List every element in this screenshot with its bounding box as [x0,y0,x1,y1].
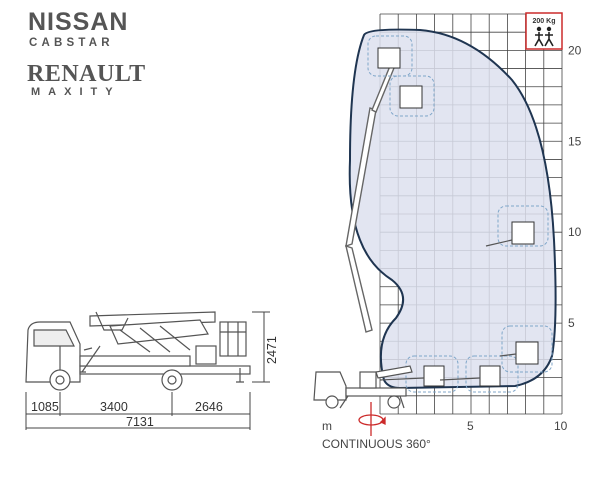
working-envelope [348,28,557,390]
x-tick-10: 10 [554,419,568,433]
height-dimension [252,311,270,383]
x-axis-unit: m [322,419,332,433]
platform-positions [367,35,553,393]
wheelbase-label: 3400 [100,400,128,414]
rotation-label: CONTINUOUS 360° [322,437,431,451]
x-tick-5: 5 [467,419,474,433]
maxity-label: MAXITY [31,86,121,98]
height-dimension-label: 2471 [265,336,279,364]
load-badge: 200 Kg [525,12,563,50]
y-tick-20: 20 [568,43,582,57]
cabstar-label: CABSTAR [29,37,114,49]
rear-overhang-label: 2646 [195,400,223,414]
chart-truck [313,365,413,409]
two-persons-icon [534,26,554,47]
length-dimensions [25,392,251,430]
nissan-logo: NISSAN [28,8,129,36]
y-tick-15: 15 [568,134,582,148]
load-badge-text: 200 Kg [533,18,556,25]
y-tick-5: 5 [568,316,575,330]
rotation-360-icon [358,402,386,436]
baskets [377,47,539,387]
basket-booms [379,239,517,381]
truck-side-view [25,311,251,391]
y-tick-10: 10 [568,225,582,239]
total-length-label: 7131 [126,415,154,429]
front-overhang-label: 1085 [31,400,59,414]
renault-logo: RENAULT [27,61,146,87]
aerial-boom [345,65,395,333]
